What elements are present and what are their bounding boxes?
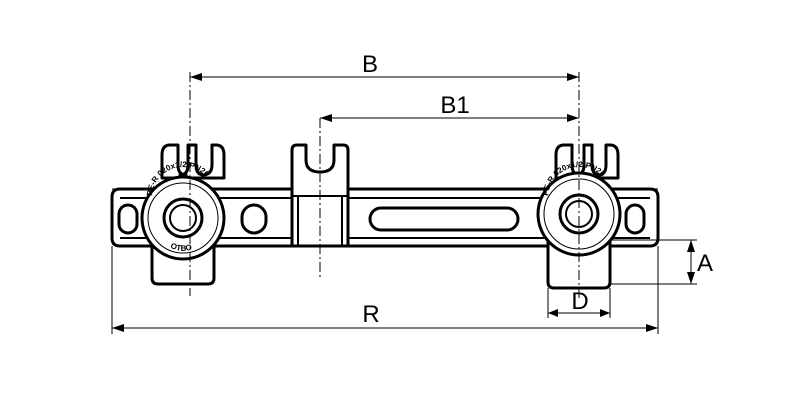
left-fitting-bottom-marking: ОТВО [169,241,193,253]
dimension-d: D [547,288,611,318]
dimension-a-label: A [697,250,713,277]
center-lines [189,72,580,300]
dimension-b1: B1 [320,92,579,122]
left-inner-slot [240,203,268,235]
dimension-r-label: R [362,301,379,328]
dimension-b1-label: B1 [440,92,469,119]
center-long-slot [368,206,520,232]
dimension-a: A [610,239,713,285]
right-end-slot [624,203,646,235]
left-end-slot [117,203,139,235]
left-fitting: PE-R 020x1/2 PN20 ОТВО [140,143,226,286]
svg-text:ОТВО: ОТВО [169,241,193,253]
dimension-d-label: D [571,288,588,315]
dimension-b: B [190,51,579,81]
dimension-b-label: B [362,51,378,78]
right-fitting: PE-R 020x1/2 PN20 [536,143,622,290]
dimension-r: R [111,246,659,334]
